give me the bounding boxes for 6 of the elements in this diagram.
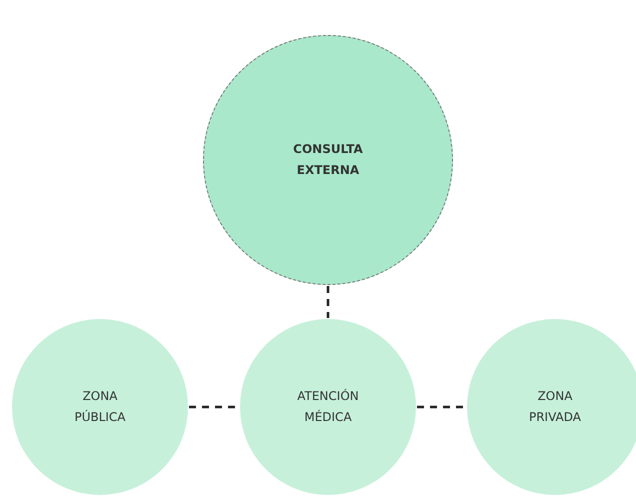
- node-label: ZONA PÚBLICA: [73, 388, 127, 426]
- node-label: ZONA PRIVADA: [528, 388, 582, 426]
- connector-line: [326, 286, 330, 318]
- node-label: ATENCIÓN MÉDICA: [296, 388, 360, 426]
- connector-line: [417, 406, 466, 408]
- node-label: CONSULTA EXTERNA: [292, 141, 364, 179]
